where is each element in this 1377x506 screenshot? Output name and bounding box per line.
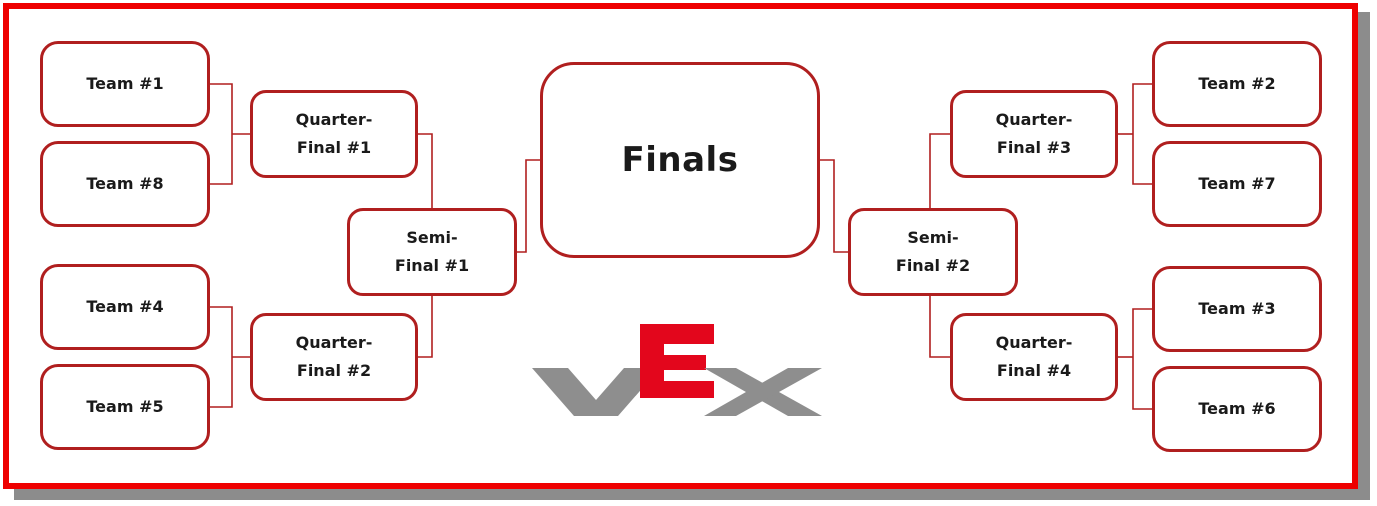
semi-final-1-box: Semi- Final #1 [347, 208, 517, 296]
team-3-box: Team #3 [1152, 266, 1322, 352]
connector-t4-t5 [210, 306, 233, 408]
quarter-final-4-box: Quarter- Final #4 [950, 313, 1118, 401]
team-8-box: Team #8 [40, 141, 210, 227]
semi-final-2-box: Semi- Final #2 [848, 208, 1018, 296]
quarter-final-2-box: Quarter- Final #2 [250, 313, 418, 401]
vex-logo-x-shape [704, 368, 822, 416]
team-2-box: Team #2 [1152, 41, 1322, 127]
team-6-box: Team #6 [1152, 366, 1322, 452]
connector-sf1-final [517, 159, 540, 253]
team-7-box: Team #7 [1152, 141, 1322, 227]
team-1-box: Team #1 [40, 41, 210, 127]
quarter-final-1-box: Quarter- Final #1 [250, 90, 418, 178]
team-5-box: Team #5 [40, 364, 210, 450]
vex-logo-v-shape [532, 368, 660, 416]
connector-qf2-sf1 [418, 296, 433, 358]
connector-final-sf2 [820, 159, 848, 253]
quarter-final-3-box: Quarter- Final #3 [950, 90, 1118, 178]
connector-t1-t8 [210, 83, 233, 185]
finals-box: Finals [540, 62, 820, 258]
connector-qf1-sf1 [418, 133, 433, 208]
vex-logo-e-shape [640, 324, 714, 398]
connector-t3-t6 [1132, 308, 1152, 410]
connector-t2-t7 [1132, 83, 1152, 185]
connector-sf2-qf3 [929, 133, 950, 208]
team-4-box: Team #4 [40, 264, 210, 350]
vex-logo [532, 324, 822, 416]
connector-sf2-qf4 [929, 296, 950, 358]
